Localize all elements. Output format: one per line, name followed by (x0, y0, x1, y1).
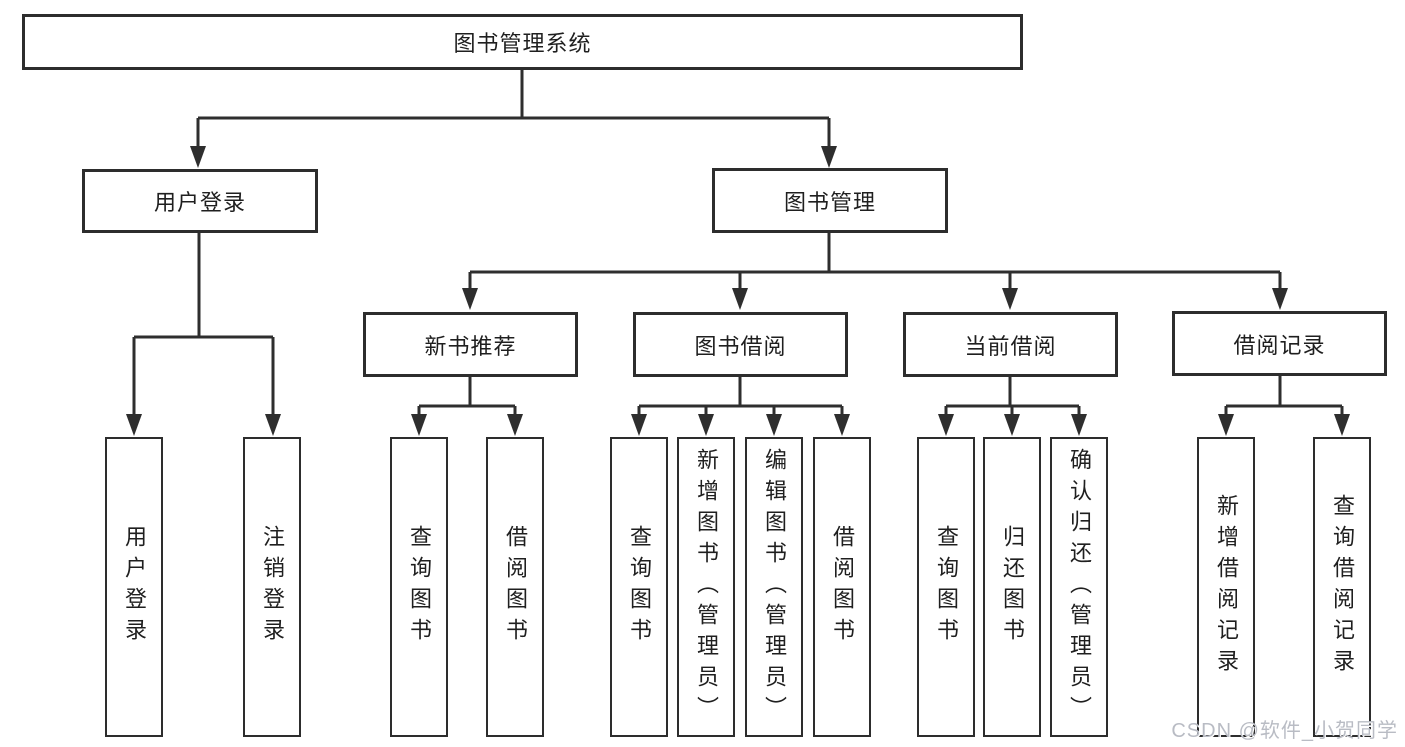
node-leaf-query-books-recommend: 查询图书 (390, 437, 448, 737)
node-label: 当前借阅 (964, 333, 1057, 359)
node-leaf-query-books-borrow: 查询图书 (610, 437, 668, 737)
node-leaf-query-books-current: 查询图书 (917, 437, 975, 737)
node-label: 查询图书 (627, 525, 652, 649)
node-leaf-logout: 注销登录 (243, 437, 301, 737)
node-label: 用户登录 (153, 190, 246, 215)
arrowheads (126, 146, 1350, 436)
node-label: 编辑图书（管理员） (762, 447, 787, 727)
node-book-management: 图书管理 (712, 168, 948, 233)
node-book-borrowing: 图书借阅 (633, 312, 848, 377)
node-library-management-system: 图书管理系统 (22, 14, 1023, 70)
node-label: 图书借阅 (694, 333, 787, 359)
node-new-book-recommend: 新书推荐 (363, 312, 578, 377)
node-label: 查询图书 (407, 525, 432, 649)
node-label: 查询图书 (934, 525, 959, 649)
csdn-watermark: CSDN @软件_小贺同学 (1171, 720, 1398, 742)
node-borrowing-records: 借阅记录 (1172, 311, 1387, 376)
node-label: 借阅图书 (503, 525, 528, 649)
node-leaf-add-books-admin: 新增图书（管理员） (677, 437, 735, 737)
node-user-login: 用户登录 (82, 169, 318, 233)
node-label: 用户登录 (122, 525, 147, 649)
node-label: 图书管理系统 (453, 31, 592, 56)
node-leaf-confirm-return-admin: 确认归还（管理员） (1050, 437, 1108, 737)
node-leaf-borrow-books: 借阅图书 (813, 437, 871, 737)
node-label: 新增图书（管理员） (694, 447, 719, 727)
node-leaf-return-books: 归还图书 (983, 437, 1041, 737)
node-label: 确认归还（管理员） (1067, 447, 1092, 727)
node-leaf-query-borrow-record: 查询借阅记录 (1313, 437, 1371, 737)
node-current-borrowing: 当前借阅 (903, 312, 1118, 377)
node-label: 注销登录 (260, 525, 285, 649)
node-leaf-add-borrow-record: 新增借阅记录 (1197, 437, 1255, 737)
node-label: 新书推荐 (424, 333, 517, 359)
node-label: 图书管理 (783, 189, 876, 215)
node-leaf-borrow-books-recommend: 借阅图书 (486, 437, 544, 737)
node-label: 查询借阅记录 (1330, 494, 1355, 680)
node-label: 借阅图书 (830, 525, 855, 649)
node-leaf-edit-books-admin: 编辑图书（管理员） (745, 437, 803, 737)
node-label: 新增借阅记录 (1214, 494, 1239, 680)
node-leaf-user-login: 用户登录 (105, 437, 163, 737)
node-label: 借阅记录 (1233, 332, 1326, 358)
node-label: 归还图书 (1000, 525, 1025, 649)
